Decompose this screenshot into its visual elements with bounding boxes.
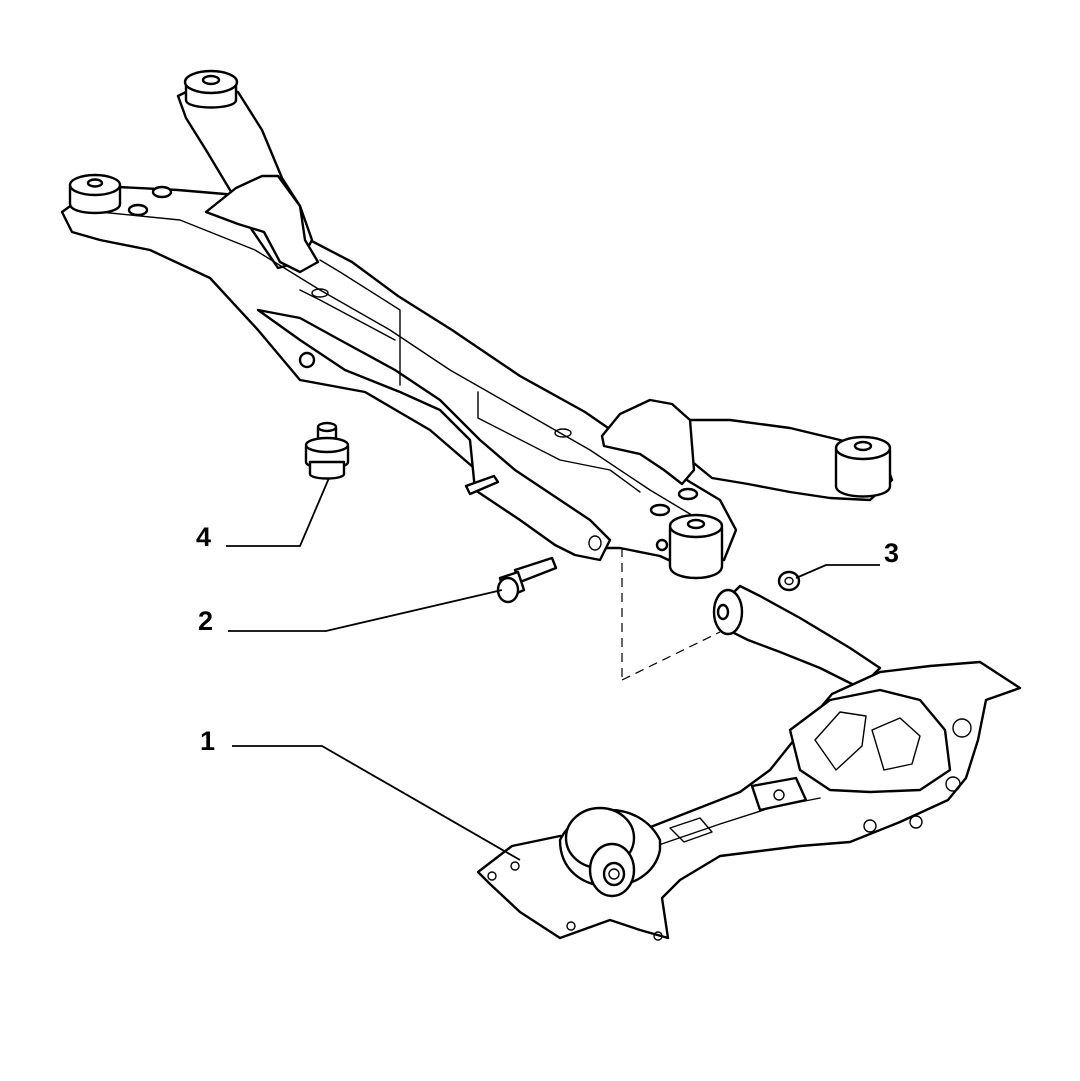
part-2-hex-bolt [496,556,558,604]
upper-mount-bushing-left [68,173,122,215]
callout-3: 3 [795,538,899,579]
subframe-bracket-right [600,398,696,486]
part-1-lower-arm-assembly [476,584,1022,941]
subframe-lower-web [256,308,612,562]
lower-assembly-housing [788,688,952,794]
callout-1: 1 [200,726,521,861]
callout-label-1: 1 [200,726,215,756]
rear-subframe [60,69,894,580]
lower-assembly-link-arm [718,584,882,690]
callout-label-2: 2 [198,606,213,636]
upper-mount-bushing-top [183,69,239,109]
lower-assembly-base-plate [476,660,1022,940]
part-4-stud-bolt [304,421,350,480]
part-3-nut [777,570,801,592]
subframe-bracket-left [204,174,320,274]
upper-mount-bushing-front [668,513,724,580]
callout-label-4: 4 [196,522,211,552]
callout-label-3: 3 [884,538,899,568]
callout-4: 4 [196,477,330,552]
callout-2: 2 [198,589,503,636]
alignment-dashed-line [621,548,721,681]
locating-pin [464,474,500,496]
upper-mount-bushing-right [834,435,892,498]
subframe-bolt-heads [127,185,699,552]
lower-assembly-front-bushing [558,806,662,898]
